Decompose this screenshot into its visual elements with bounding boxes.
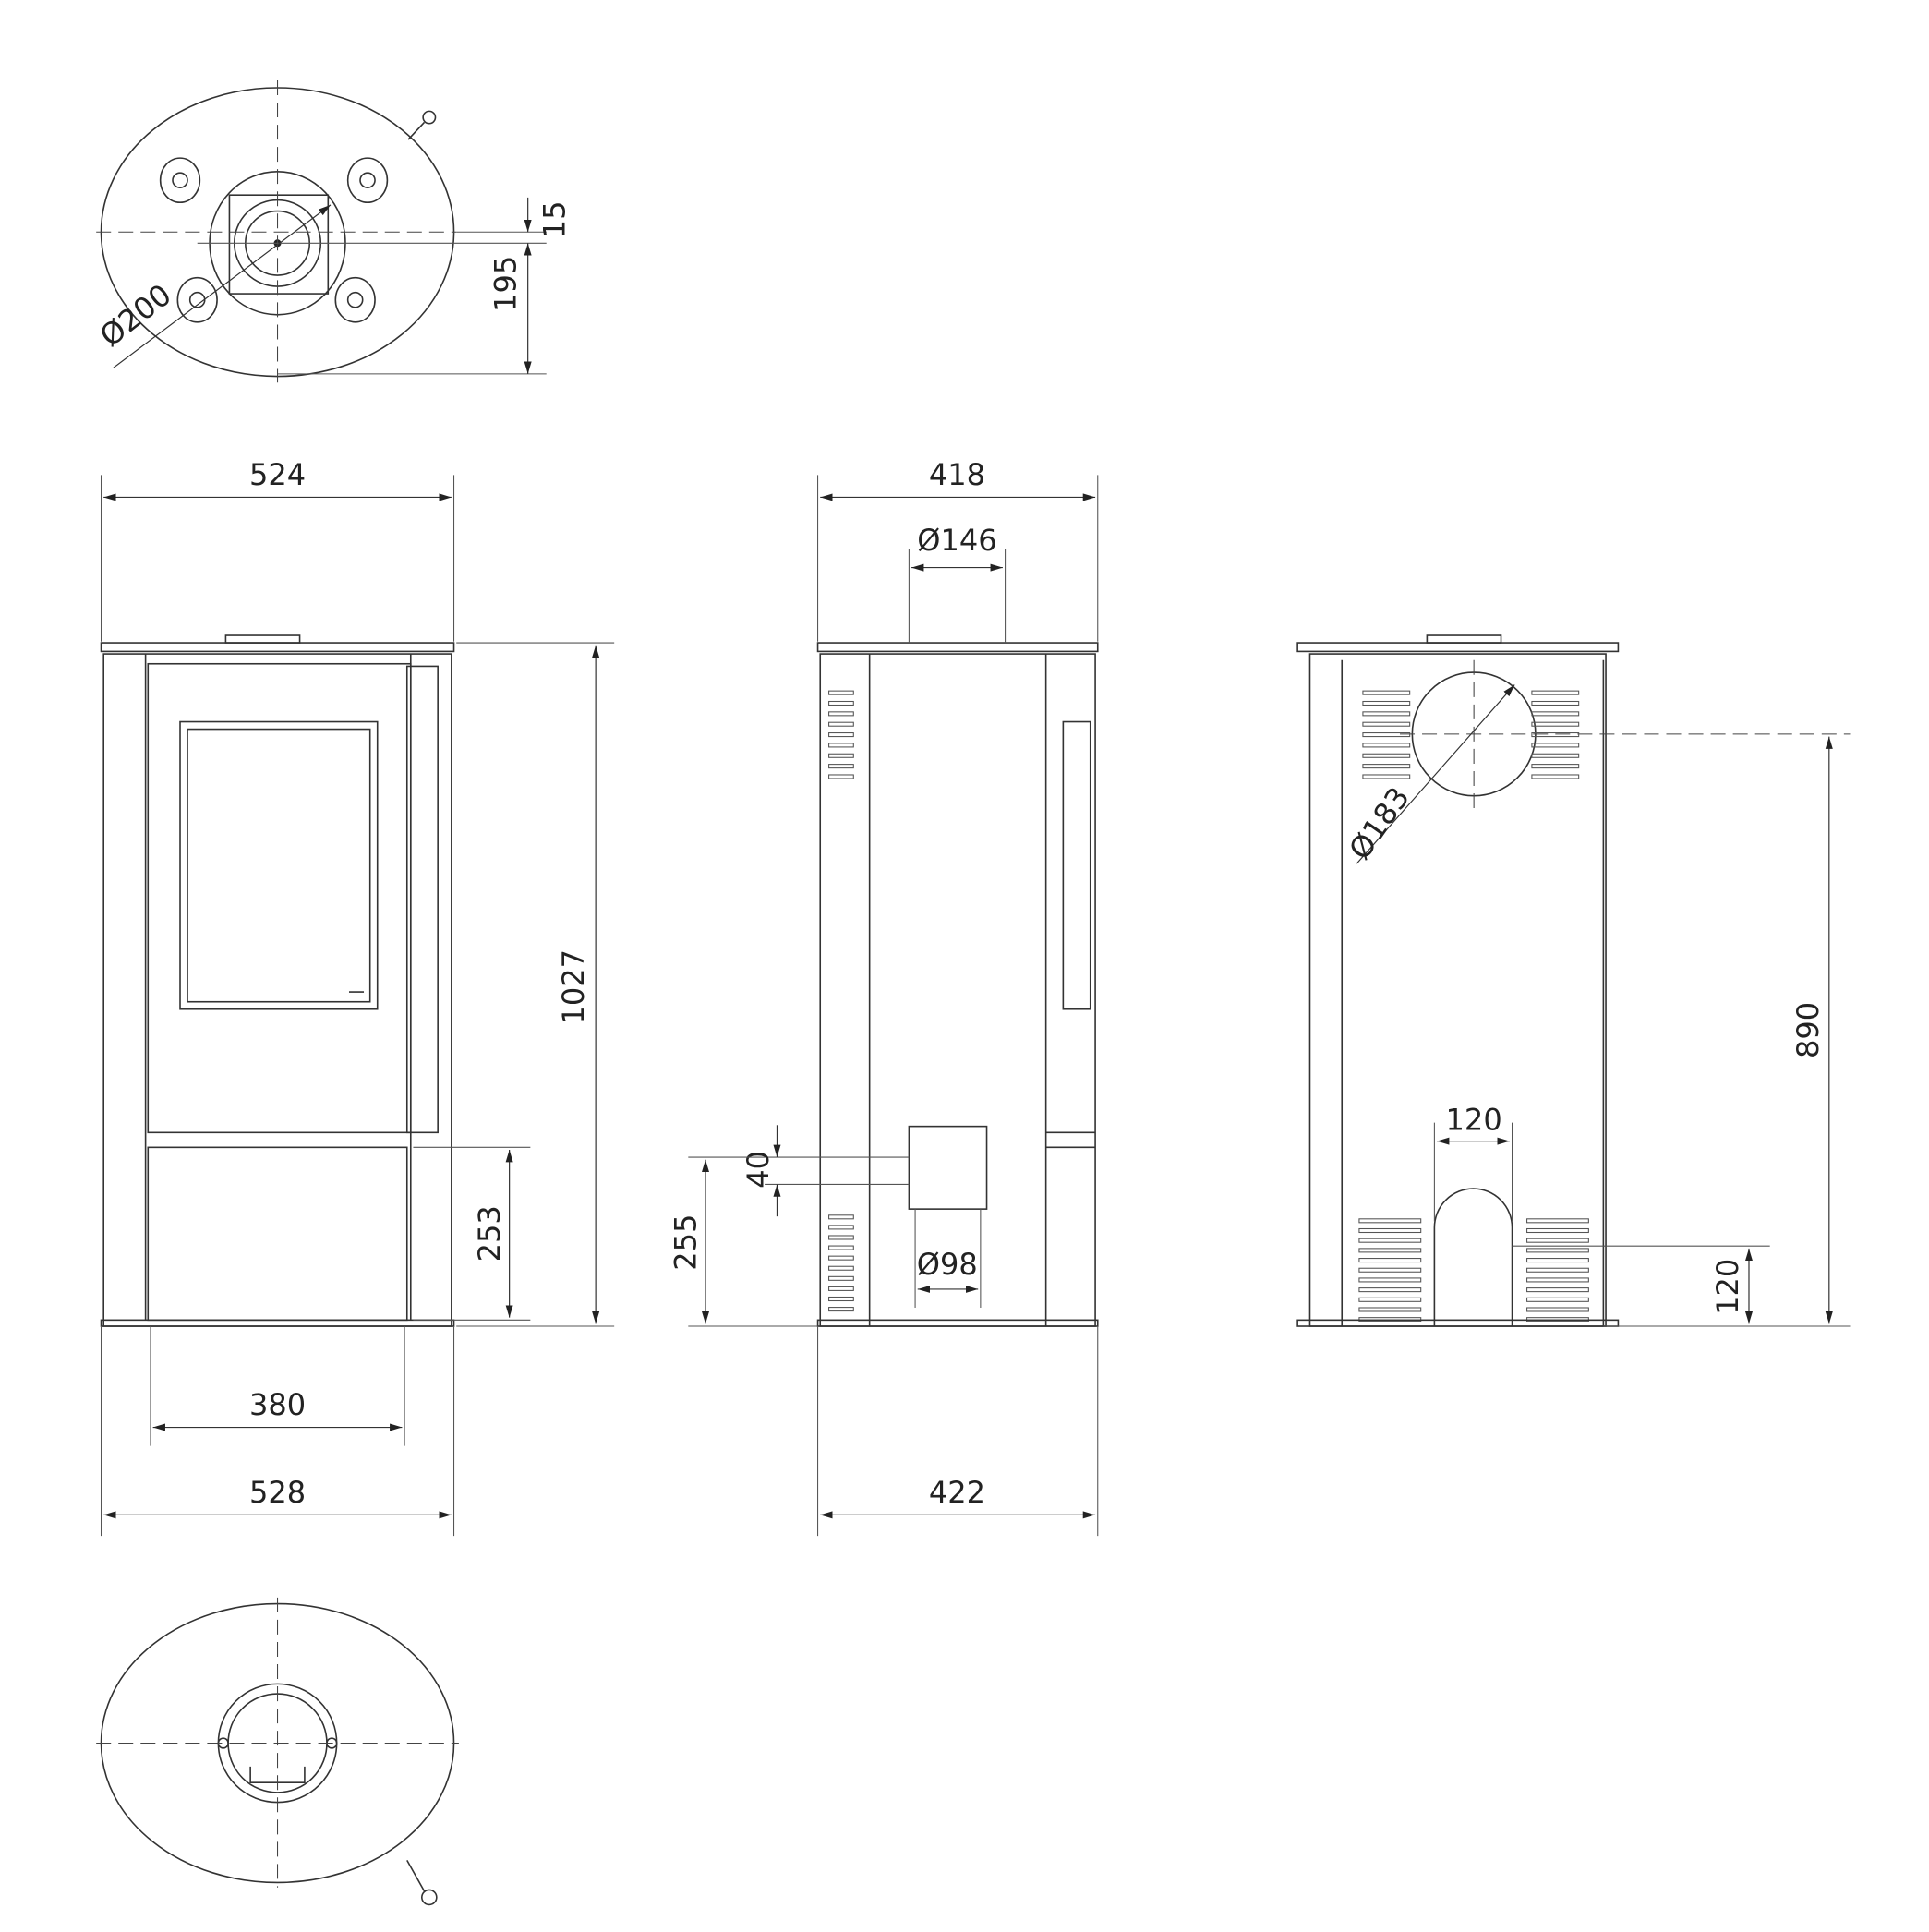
dim-253: 253 <box>472 1205 507 1262</box>
vent-slot <box>1526 1277 1589 1283</box>
vent-slot <box>1526 1267 1589 1273</box>
vent-slot <box>828 1296 854 1302</box>
dim-40: 40 <box>741 1151 776 1189</box>
dim-380: 380 <box>249 1387 306 1422</box>
vent-slot <box>1358 1258 1422 1263</box>
dim-418: 418 <box>929 457 985 492</box>
vent-slot <box>1362 764 1411 769</box>
vent-slot <box>828 1255 854 1261</box>
vent-slot <box>1531 732 1580 738</box>
vent-slot <box>828 774 854 779</box>
vent-slot <box>1526 1307 1589 1312</box>
foot <box>334 276 376 323</box>
dim-255: 255 <box>668 1214 703 1271</box>
vent-slot <box>1358 1238 1422 1243</box>
dim-98: Ø98 <box>917 1247 978 1282</box>
foot <box>176 276 218 323</box>
vent-slot <box>828 1265 854 1271</box>
vent-slot <box>1362 743 1411 748</box>
vent-slot <box>828 721 854 727</box>
vent-slot <box>1531 690 1580 695</box>
vent-slot <box>1531 700 1580 706</box>
foot <box>159 157 201 204</box>
door-handle <box>405 665 439 1134</box>
front-view: 524 1027 253 380 528 <box>100 457 615 1537</box>
dim-flue-200: Ø200 <box>93 277 177 354</box>
vent-slot <box>1526 1248 1589 1253</box>
dim-flue-146: Ø146 <box>917 523 996 558</box>
door <box>147 662 412 1134</box>
vent-slot <box>1531 774 1580 779</box>
dim-15: 15 <box>537 201 573 239</box>
vent-slot <box>1526 1218 1589 1224</box>
vent-slot <box>1362 690 1411 695</box>
vent-slot <box>1358 1248 1422 1253</box>
vent-slot <box>828 1245 854 1250</box>
vent-slot <box>828 700 854 706</box>
vent-slot <box>828 690 854 695</box>
air-opening <box>1433 1188 1513 1327</box>
vent-slot <box>828 1286 854 1291</box>
dim-528: 528 <box>249 1475 306 1510</box>
dim-422: 422 <box>929 1475 985 1510</box>
vent-slot <box>1358 1227 1422 1234</box>
vent-slot <box>1358 1218 1422 1224</box>
lower-panel <box>147 1146 408 1322</box>
dim-524: 524 <box>249 457 306 492</box>
vent-slot <box>828 1225 854 1230</box>
vent-slot <box>1358 1297 1422 1302</box>
vent-slot <box>1526 1238 1589 1243</box>
dim-120-height: 120 <box>1710 1259 1745 1315</box>
top-view: 195 15 Ø200 <box>93 79 573 383</box>
vent-slot <box>1531 764 1580 769</box>
vent-slot <box>1362 753 1411 758</box>
vent-slot <box>828 732 854 738</box>
vent-slot <box>1362 774 1411 779</box>
air-inlet <box>908 1125 988 1210</box>
vent-slot <box>1362 721 1411 727</box>
vent-slot <box>1362 732 1411 738</box>
bottom-view <box>96 1597 459 1906</box>
vent-slot <box>1526 1287 1589 1293</box>
back-view: Ø183 890 120 120 <box>1296 634 1851 1327</box>
vent-slot <box>1526 1297 1589 1302</box>
side-view: 418 Ø146 40 255 Ø98 422 <box>668 457 1099 1537</box>
foot <box>346 157 389 204</box>
vent-slot <box>1358 1277 1422 1283</box>
vent-slot <box>1526 1227 1589 1234</box>
vent-slot <box>828 1235 854 1240</box>
dim-1027: 1027 <box>556 949 591 1025</box>
vent-slot <box>1531 711 1580 717</box>
vent-slot <box>1358 1267 1422 1273</box>
vent-slot <box>828 743 854 748</box>
vent-slot <box>828 1275 854 1281</box>
vent-slot <box>1531 743 1580 748</box>
dim-195: 195 <box>488 256 523 312</box>
vent-slot <box>1358 1287 1422 1293</box>
dim-120-width: 120 <box>1446 1103 1502 1138</box>
dim-890: 890 <box>1790 1002 1826 1058</box>
vent-slot <box>1531 721 1580 727</box>
knob-icon <box>421 1889 438 1906</box>
vent-slot <box>828 711 854 717</box>
dim-flue-183: Ø183 <box>1342 780 1417 866</box>
vent-slot <box>1358 1307 1422 1312</box>
vent-slot <box>828 764 854 769</box>
knob-icon <box>422 110 437 125</box>
vent-slot <box>1362 700 1411 706</box>
vent-slot <box>1526 1258 1589 1263</box>
vent-slot <box>828 753 854 758</box>
vent-slot <box>828 1214 854 1220</box>
vent-slot <box>828 1307 854 1312</box>
door-glass <box>179 720 379 1010</box>
vent-slot <box>1531 753 1580 758</box>
vent-slot <box>1362 711 1411 717</box>
